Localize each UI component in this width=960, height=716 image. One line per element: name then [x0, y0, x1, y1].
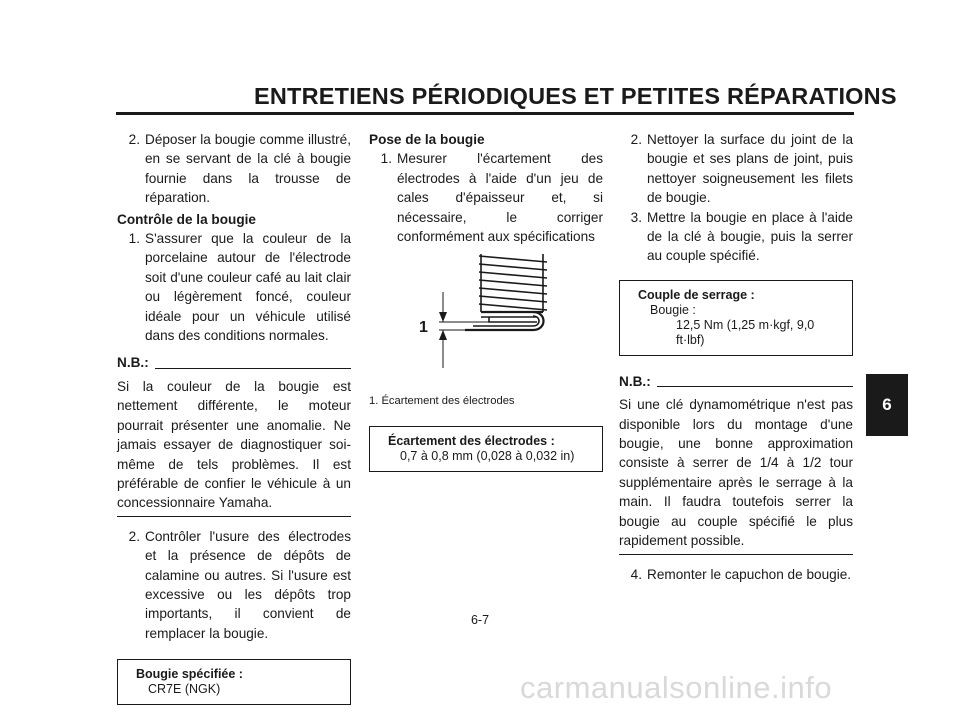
nb-rule [154, 367, 351, 369]
step-number: 2. [128, 528, 140, 544]
figure-caption: 1. Écartement des électrodes [369, 395, 515, 408]
spec-box-spark-plug: Bougie spécifiée : CR7E (NGK) [117, 659, 351, 706]
spec-box-title: Écartement des électrodes : [388, 433, 555, 448]
step-2-remove-plug: 2. Déposer la bougie comme illustré, en … [117, 130, 351, 208]
install-step-1: 1. Mesurer l'écartement des électrodes à… [369, 149, 603, 246]
nb-label: N.B.: [117, 355, 149, 371]
step-text: Nettoyer la surface du joint de la bougi… [647, 132, 853, 206]
step-number: 1. [128, 231, 140, 247]
control-step-2: 2. Contrôler l'usure des électrodes et l… [117, 527, 351, 643]
spec-box-label: Bougie : [650, 302, 696, 317]
nb-label: N.B.: [619, 373, 651, 389]
step-number: 4. [630, 566, 642, 582]
header-rule [116, 112, 854, 115]
nb-rule [656, 386, 853, 388]
step-number: 1. [380, 151, 392, 167]
step-number: 3. [630, 209, 642, 225]
spec-box-value: 12,5 Nm (1,25 m·kgf, 9,0 ft·lbf) [676, 317, 815, 347]
nb-note-text: Si une clé dynamométrique n'est pas disp… [619, 397, 853, 549]
step-text: Déposer la bougie comme illustré, en se … [145, 132, 351, 206]
spec-box-title: Couple de serrage : [638, 287, 755, 302]
step-number: 2. [128, 132, 140, 147]
spec-box-electrode-gap: Écartement des électrodes : 0,7 à 0,8 mm… [369, 425, 603, 472]
step-text: S'assurer que la couleur de la porcelain… [145, 231, 351, 344]
section-heading-control: Contrôle de la bougie [117, 211, 256, 227]
page-title: ENTRETIENS PÉRIODIQUES ET PETITES RÉPARA… [254, 83, 897, 109]
step-text: Contrôler l'usure des électrodes et la p… [145, 528, 351, 641]
step-text: Remonter le capuchon de bougie. [647, 566, 852, 582]
install-step-4: 4. Remonter le capuchon de bougie. [619, 565, 853, 584]
step-text: Mettre la bougie en place à l'aide de la… [647, 209, 853, 264]
watermark: carmanualsonline.info [520, 670, 833, 705]
nb-end-rule [619, 553, 853, 555]
section-heading-install: Pose de la bougie [369, 132, 485, 147]
column-left: 2. Déposer la bougie comme illustré, en … [117, 130, 351, 706]
step-number: 2. [630, 132, 642, 147]
nb-end-rule [117, 515, 351, 517]
control-step-1: 1. S'assurer que la couleur de la porcel… [117, 229, 351, 345]
spec-box-title: Bougie spécifiée : [136, 667, 243, 682]
figure-callout-1: 1 [419, 319, 428, 337]
spec-box-value: 0,7 à 0,8 mm (0,028 à 0,032 in) [400, 448, 575, 463]
spec-box-value: CR7E (NGK) [148, 682, 221, 697]
spark-plug-illustration [439, 254, 548, 369]
column-right: 2. Nettoyer la surface du joint de la bo… [619, 130, 853, 584]
install-step-3: 3. Mettre la bougie en place à l'aide de… [619, 208, 853, 266]
step-text: Mesurer l'écartement des électrodes à l'… [397, 151, 603, 245]
column-middle: Pose de la bougie 1. Mesurer l'écartemen… [369, 130, 603, 472]
install-step-2: 2. Nettoyer la surface du joint de la bo… [619, 130, 853, 208]
spark-plug-figure: 1 [369, 250, 603, 392]
spec-box-torque: Couple de serrage : Bougie : 12,5 Nm (1,… [619, 279, 853, 356]
nb-note-text: Si la couleur de la bougie est nettement… [117, 378, 351, 511]
nb-header: N.B.: [619, 372, 853, 391]
section-tab: 6 [866, 374, 908, 436]
nb-header: N.B.: [117, 353, 351, 372]
page-number: 6-7 [470, 613, 490, 627]
